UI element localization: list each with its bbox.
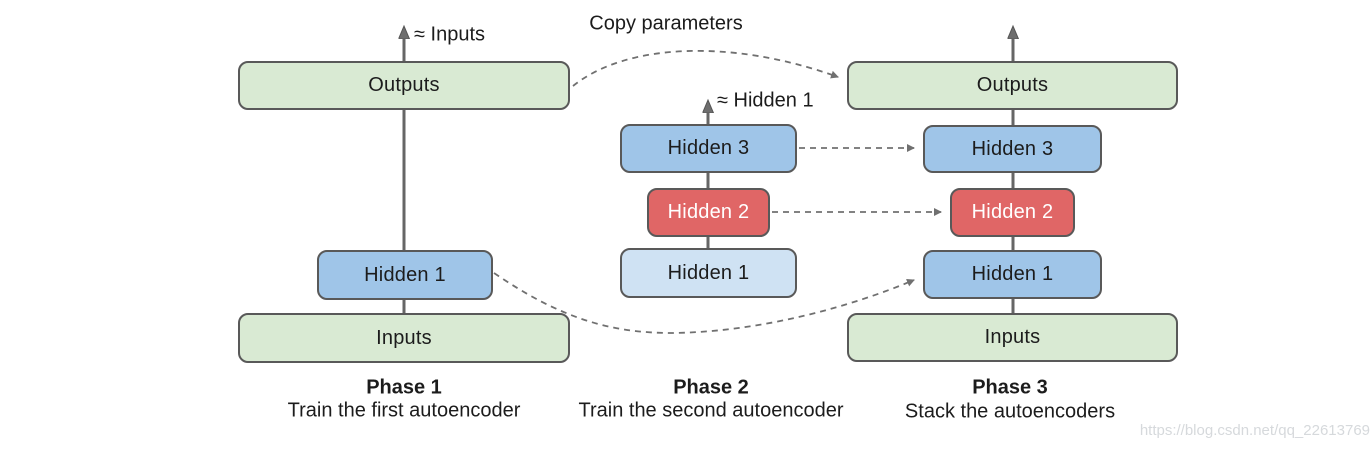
phase1-hidden1-label: Hidden 1 (364, 263, 446, 286)
phase2-hidden1-label: Hidden 1 (667, 261, 750, 284)
phase3-title: Phase 3 (972, 376, 1048, 399)
phase2-hidden3-box: Hidden 3 (620, 124, 797, 173)
phase3-hidden1-box: Hidden 1 (923, 250, 1102, 299)
copy-parameters-label: Copy parameters (589, 12, 743, 35)
phase1-hidden1-box: Hidden 1 (317, 250, 493, 300)
phase2-subtitle: Train the second autoencoder (578, 399, 844, 422)
phase2-hidden3-label: Hidden 3 (667, 137, 750, 159)
phase3-hidden3-box: Hidden 3 (923, 125, 1102, 173)
phase3-hidden3-label: Hidden 3 (971, 137, 1054, 160)
phase3-hidden2-label: Hidden 2 (971, 201, 1054, 223)
phase3-inputs-label: Inputs (984, 326, 1041, 348)
phase1-subtitle: Train the first autoencoder (287, 399, 521, 422)
watermark-url: https://blog.csdn.net/qq_22613769 (1139, 422, 1370, 439)
phase1-approx-inputs-label: ≈ Inputs (414, 23, 486, 46)
phase1-inputs-box: Inputs (238, 313, 570, 363)
phase2-hidden2-label: Hidden 2 (667, 201, 750, 223)
phase1-inputs-label: Inputs (376, 326, 432, 349)
copy-hidden1-dashed-arrow (493, 272, 915, 334)
phase2-hidden2-box: Hidden 2 (647, 188, 770, 237)
copy-outputs-dashed-arrow (572, 49, 839, 87)
phase2-hidden1-box: Hidden 1 (620, 248, 797, 298)
phase3-subtitle: Stack the autoencoders (904, 400, 1116, 423)
phase2-approx-hidden1-label: ≈ Hidden 1 (717, 89, 814, 112)
phase2-title: Phase 2 (673, 376, 749, 399)
phase3-hidden2-box: Hidden 2 (950, 188, 1075, 237)
phase1-outputs-box: Outputs (238, 61, 570, 110)
phase3-inputs-box: Inputs (847, 313, 1178, 362)
phase3-hidden1-label: Hidden 1 (971, 263, 1054, 285)
phase1-outputs-label: Outputs (368, 74, 440, 96)
phase1-title: Phase 1 (366, 376, 442, 399)
phase3-outputs-label: Outputs (976, 74, 1049, 96)
phase3-outputs-box: Outputs (847, 61, 1178, 110)
